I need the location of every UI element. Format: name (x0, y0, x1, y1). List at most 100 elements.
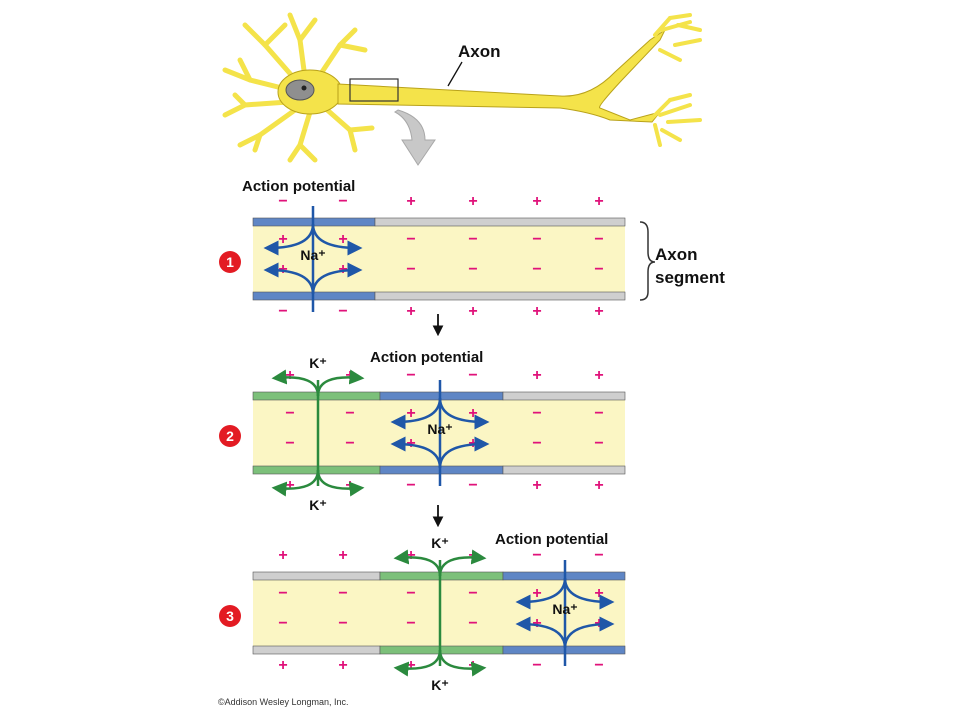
charge-positive: + (338, 657, 347, 674)
axoplasm (253, 226, 625, 292)
neuron-illustration: Axon (222, 12, 702, 166)
charge-positive: + (406, 435, 415, 452)
copyright-notice: ©Addison Wesley Longman, Inc. (218, 697, 349, 707)
zoom-arrow (394, 109, 436, 166)
charge-positive: + (285, 367, 294, 384)
charge-positive: + (285, 477, 294, 494)
potassium-ion-label: K⁺ (431, 677, 449, 693)
membrane-repolarizing-top (379, 571, 504, 581)
charge-positive: + (345, 367, 354, 384)
charge-negative: − (406, 367, 415, 384)
charge-negative: − (406, 615, 415, 632)
charge-positive: + (594, 367, 603, 384)
step-number: 1 (226, 254, 234, 270)
axon-segment-bracket: Axon segment (639, 221, 725, 301)
axon-label: Axon (458, 42, 501, 61)
charge-negative: − (468, 261, 477, 278)
charge-positive: + (338, 231, 347, 248)
membrane-resting-top (252, 571, 381, 581)
charge-positive: + (594, 193, 603, 210)
charge-negative: − (285, 435, 294, 452)
charge-positive: + (594, 477, 603, 494)
membrane-resting-bottom (502, 465, 626, 475)
charge-positive: + (532, 193, 541, 210)
membrane-repolarizing-bottom (379, 645, 504, 655)
charge-negative: − (532, 547, 541, 564)
nucleolus (301, 85, 307, 91)
step-number: 3 (226, 608, 234, 624)
charge-positive: + (406, 193, 415, 210)
charge-positive: + (278, 231, 287, 248)
potassium-ion-label: K⁺ (309, 355, 327, 371)
action-potential-label: Action potential (495, 531, 608, 548)
sodium-ion-label: Na⁺ (300, 247, 325, 263)
membrane-resting-top (374, 217, 626, 227)
charge-positive: + (406, 303, 415, 320)
sodium-ion-label: Na⁺ (427, 421, 452, 437)
charge-negative: − (468, 367, 477, 384)
potassium-efflux: K⁺K⁺ (393, 535, 487, 693)
charge-positive: + (278, 657, 287, 674)
charge-negative: − (468, 615, 477, 632)
membrane-resting-bottom (374, 291, 626, 301)
charge-negative: − (338, 615, 347, 632)
charge-positive: + (345, 477, 354, 494)
charge-positive: + (468, 657, 477, 674)
charge-negative: − (345, 435, 354, 452)
action-potential-label: Action potential (242, 178, 355, 195)
charge-positive: + (406, 405, 415, 422)
axon-terminals (650, 13, 702, 147)
axon-pointer-line (447, 61, 463, 87)
step-number: 2 (226, 428, 234, 444)
sodium-influx: Na⁺ (515, 560, 615, 666)
charge-negative: − (594, 231, 603, 248)
membrane-depolarized-bottom (379, 465, 504, 475)
charge-positive: + (532, 303, 541, 320)
charge-positive: + (468, 193, 477, 210)
action-potential-label: Action potential (370, 349, 483, 366)
axon-segment-label-line2: segment (655, 268, 725, 287)
charge-positive: + (406, 657, 415, 674)
charge-negative: − (278, 193, 287, 210)
charge-positive: + (532, 367, 541, 384)
membrane-repolarizing-top (252, 391, 381, 401)
axon-segment-label-line1: Axon (655, 245, 698, 264)
charge-negative: − (406, 585, 415, 602)
charge-positive: + (468, 405, 477, 422)
charge-negative: − (338, 585, 347, 602)
charge-negative: − (468, 585, 477, 602)
charge-positive: + (532, 477, 541, 494)
charge-negative: − (594, 405, 603, 422)
step-badge (219, 251, 241, 273)
axon-segment-box (349, 78, 399, 102)
charge-negative: − (406, 477, 415, 494)
axon-shaft (337, 28, 667, 123)
charge-positive: + (532, 615, 541, 632)
membrane-resting-top (502, 391, 626, 401)
charge-positive: + (594, 303, 603, 320)
charge-positive: + (532, 585, 541, 602)
charge-negative: − (406, 231, 415, 248)
charge-positive: + (468, 303, 477, 320)
charge-negative: − (338, 303, 347, 320)
charge-negative: − (285, 405, 294, 422)
charge-negative: − (468, 231, 477, 248)
charge-positive: + (468, 547, 477, 564)
membrane-repolarizing-bottom (252, 465, 381, 475)
charge-negative: − (594, 261, 603, 278)
step-badge (219, 425, 241, 447)
charge-negative: − (532, 261, 541, 278)
membrane-resting-bottom (252, 645, 381, 655)
charge-positive: + (278, 547, 287, 564)
charge-negative: − (278, 303, 287, 320)
charge-positive: + (278, 261, 287, 278)
charge-positive: + (338, 547, 347, 564)
step-badge (219, 605, 241, 627)
potassium-efflux: K⁺K⁺ (271, 355, 365, 513)
charge-negative: − (278, 585, 287, 602)
charge-negative: − (594, 547, 603, 564)
